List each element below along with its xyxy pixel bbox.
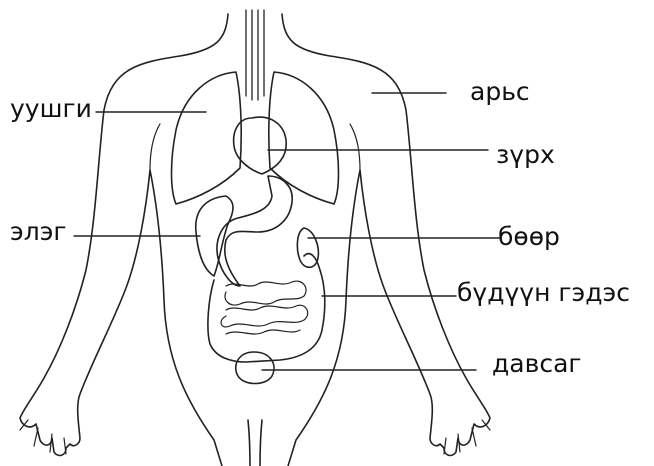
label-skin: арьс [470, 79, 530, 104]
body-outline-right [282, 14, 490, 466]
left-hand-fingers [20, 420, 66, 454]
label-bladder: давсаг [492, 351, 582, 376]
right-hand-fingers [444, 420, 490, 454]
label-heart: зүрх [496, 142, 555, 167]
legs-gap [248, 420, 262, 466]
large-intestine [208, 254, 325, 362]
bladder [236, 352, 274, 384]
armpit-left [150, 124, 160, 170]
label-lungs: уушги [10, 96, 92, 121]
label-colon: бүдүүн гэдэс [457, 280, 630, 305]
right-lung [269, 72, 339, 204]
left-lung [172, 72, 242, 204]
kidney [297, 228, 318, 267]
stomach [217, 176, 292, 286]
armpit-right [350, 124, 360, 170]
label-kidney: бөөр [498, 224, 560, 249]
trachea [246, 10, 264, 100]
small-intestine [221, 281, 308, 334]
label-liver: элэг [10, 219, 67, 244]
